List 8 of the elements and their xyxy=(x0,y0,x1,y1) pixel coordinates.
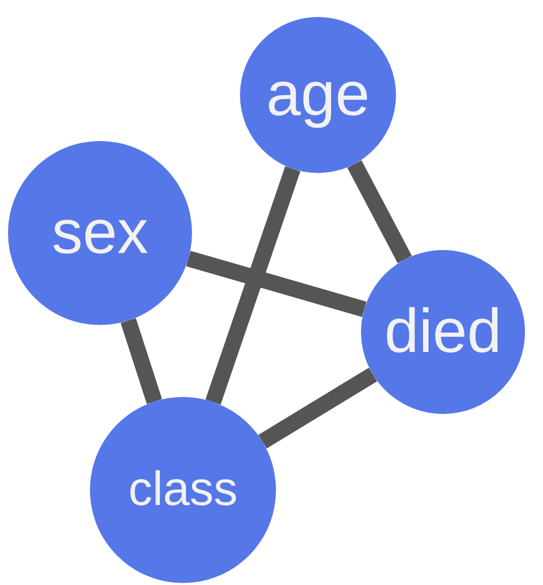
node-label: age xyxy=(266,64,370,126)
connector-line xyxy=(258,368,378,449)
connector-line xyxy=(206,166,300,405)
connector-line xyxy=(347,160,412,264)
connector-line xyxy=(120,318,162,404)
node-label: sex xyxy=(52,202,148,264)
node-label: class xyxy=(128,466,238,514)
node-label: died xyxy=(384,301,502,363)
